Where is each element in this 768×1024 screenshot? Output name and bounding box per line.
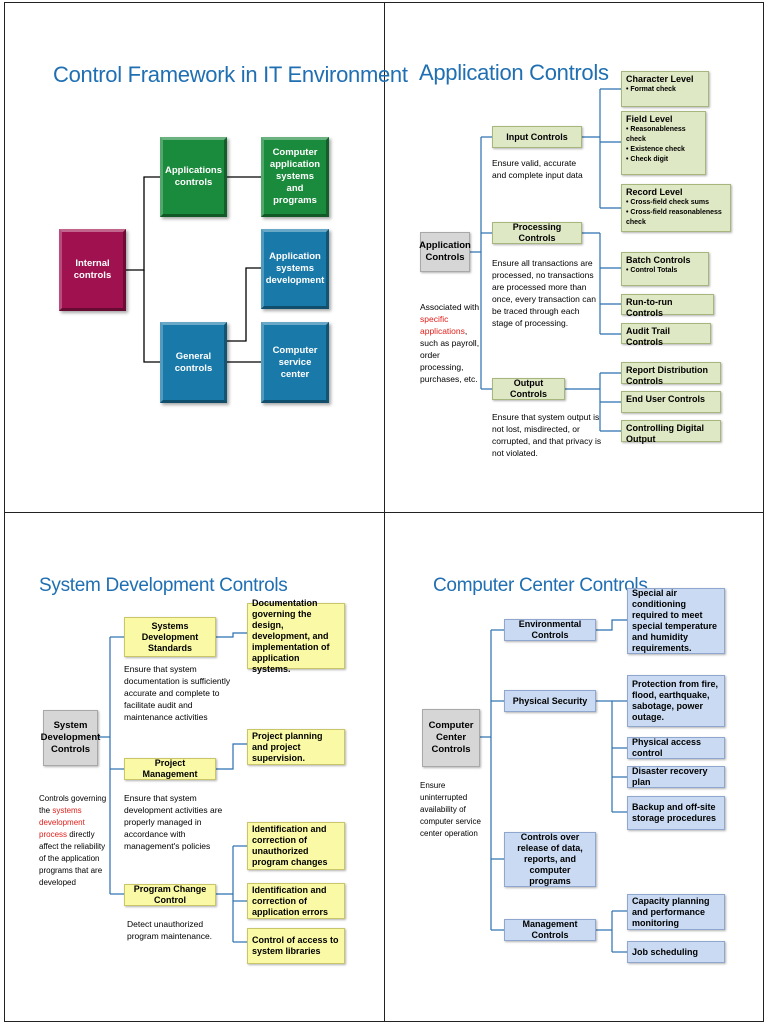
audit-trail-controls-box: Audit Trail Controls <box>621 323 711 347</box>
field-level-item: • Reasonableness check <box>626 126 686 143</box>
physical-detail-protection-box: Protection from fire, flood, earthquake,… <box>627 675 725 727</box>
panel1-title: Control Framework in IT Environment <box>53 62 408 87</box>
batch-controls-item: • Control Totals <box>626 267 678 274</box>
environmental-controls-box: Environmental Controls <box>504 619 596 641</box>
panel2-title: Application Controls <box>419 60 609 85</box>
character-level-label: Character Level <box>626 74 694 84</box>
character-level-item: • Format check <box>626 86 676 93</box>
project-management-detail-box: Project planning and project supervision… <box>247 729 345 765</box>
panel4-title: Computer Center Controls <box>433 575 648 596</box>
input-controls-box: Input Controls <box>492 126 582 148</box>
backup-storage-box: Backup and off-site storage procedures <box>627 796 725 830</box>
panel3-title: System Development Controls <box>39 575 288 596</box>
processing-controls-desc: Ensure all transactions are processed, n… <box>492 258 596 328</box>
computer-center-note: Ensure uninterrupted availability of com… <box>420 781 481 838</box>
batch-controls-label: Batch Controls <box>626 255 691 265</box>
controlling-digital-output-box: Controlling Digital Output <box>621 420 721 444</box>
release-controls-box: Controls over release of data, reports, … <box>504 832 596 887</box>
record-level-label: Record Level <box>626 187 683 197</box>
input-controls-desc: Ensure valid, accurate and complete inpu… <box>492 158 583 180</box>
application-controls-note: Associated with specific applications, s… <box>420 302 480 384</box>
program-change-control-box: Program Change Control <box>124 884 216 906</box>
application-systems-development-box: Application systems development <box>261 229 329 309</box>
internal-controls-box: Internal controls <box>59 229 126 311</box>
standards-detail-box: Documentation governing the design, deve… <box>247 598 345 674</box>
computer-center-root: Computer Center Controls <box>422 709 480 767</box>
field-level-label: Field Level <box>626 114 673 124</box>
change-detail-errors-box: Identification and correction of applica… <box>247 883 345 919</box>
field-level-item: • Existence check <box>626 146 685 153</box>
change-detail-access-box: Control of access to system libraries <box>247 928 345 964</box>
character-level-box: Character Level • Format check <box>621 71 709 107</box>
application-controls-root: Application Controls <box>419 232 471 272</box>
computer-application-systems-box: Computer application systems and program… <box>261 137 329 217</box>
field-level-box: Field Level • Reasonableness check • Exi… <box>621 111 706 175</box>
change-detail-unauthorized-box: Identification and correction of unautho… <box>247 822 345 870</box>
batch-controls-box: Batch Controls • Control Totals <box>621 252 709 286</box>
environmental-detail-box: Special air conditioning required to mee… <box>627 588 725 654</box>
report-distribution-controls-box: Report Distribution Controls <box>621 362 721 386</box>
standards-desc: Ensure that system documentation is suff… <box>124 664 231 722</box>
system-development-note: Controls governing the systems developme… <box>39 794 107 887</box>
general-controls-box: General controls <box>160 322 227 403</box>
end-user-controls-box: End User Controls <box>621 391 721 413</box>
output-controls-box: Output Controls <box>492 378 565 400</box>
output-controls-desc: Ensure that system output is not lost, m… <box>492 412 602 458</box>
record-level-item: • Cross-field check sums <box>626 199 709 206</box>
capacity-planning-box: Capacity planning and performance monito… <box>627 894 725 930</box>
computer-service-center-box: Computer service center <box>261 322 329 403</box>
applications-controls-box: Applications controls <box>160 137 227 217</box>
job-scheduling-box: Job scheduling <box>627 941 725 963</box>
divider-horizontal <box>4 512 764 513</box>
physical-access-control-box: Physical access control <box>627 737 725 759</box>
program-change-desc: Detect unauthorized program maintenance. <box>127 919 213 941</box>
field-level-item: • Check digit <box>626 156 669 163</box>
processing-controls-box: Processing Controls <box>492 222 582 244</box>
project-management-desc: Ensure that system development activitie… <box>124 793 223 851</box>
run-to-run-controls-box: Run-to-run Controls <box>621 294 714 318</box>
project-management-box: Project Management <box>124 758 216 780</box>
system-development-root: System Development Controls <box>41 710 100 766</box>
systems-development-standards-box: Systems Development Standards <box>124 617 216 657</box>
record-level-box: Record Level • Cross-field check sums • … <box>621 184 731 232</box>
management-controls-box: Management Controls <box>504 919 596 941</box>
record-level-item: • Cross-field reasonableness check <box>626 209 722 226</box>
physical-security-box: Physical Security <box>504 690 596 712</box>
disaster-recovery-plan-box: Disaster recovery plan <box>627 766 725 788</box>
